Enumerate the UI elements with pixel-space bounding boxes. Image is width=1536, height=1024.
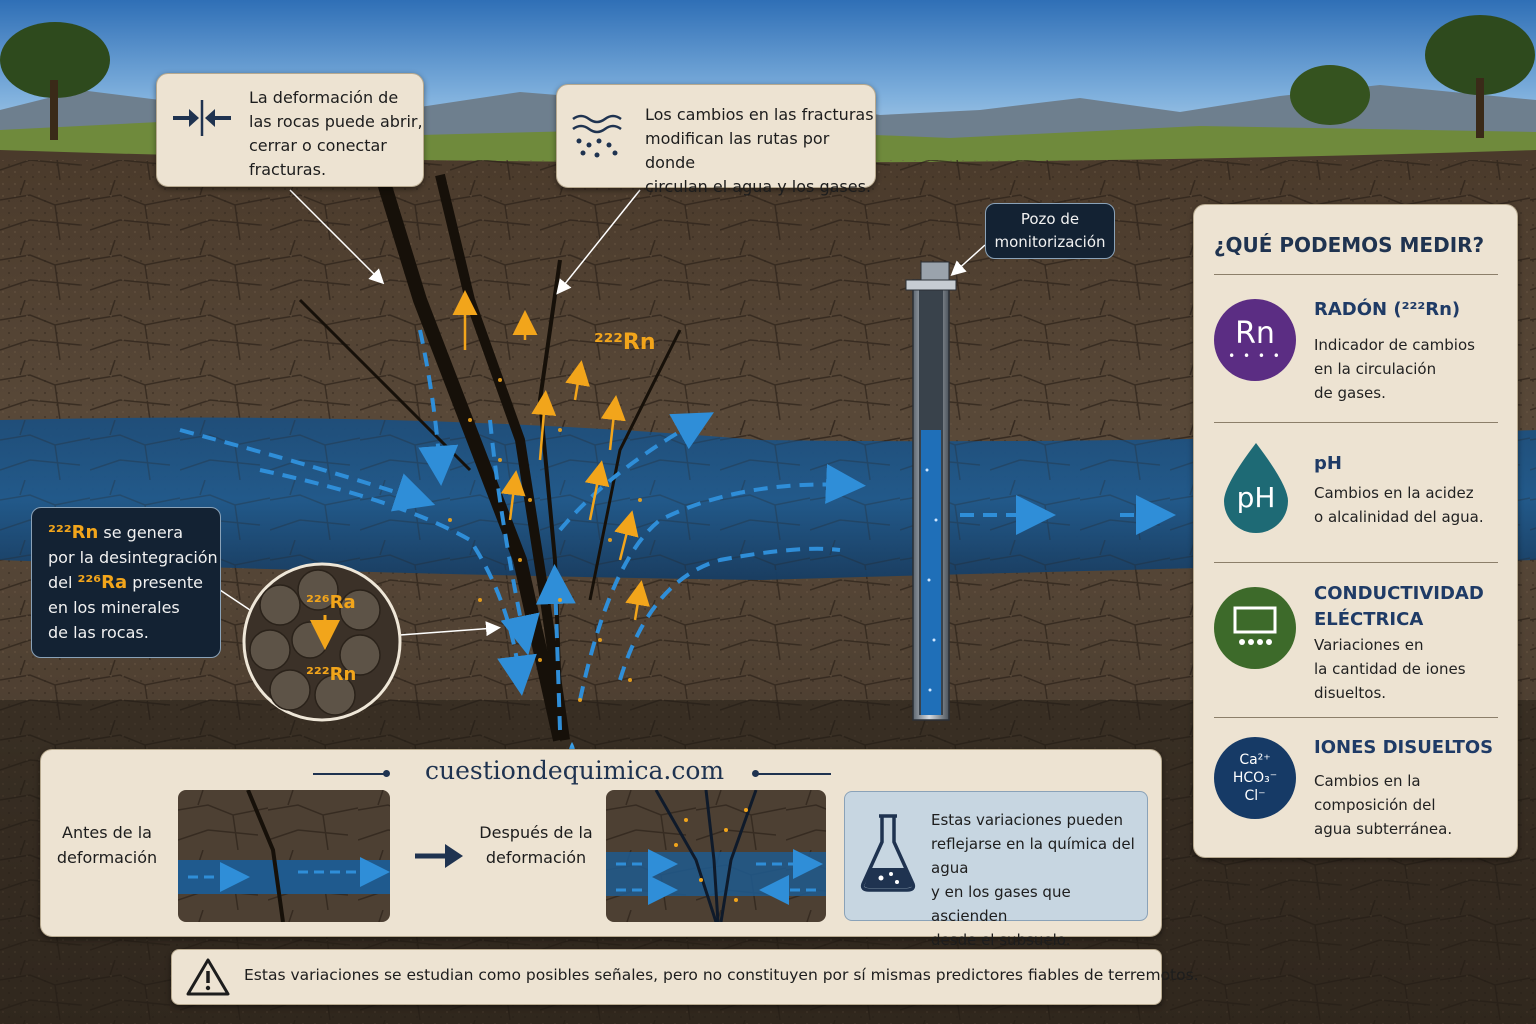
after-deformation-image [606,790,826,922]
radon-isotope: ²²²Rn [48,522,99,543]
fractures-callout: Los cambios en las fracturas modifican l… [556,84,876,196]
deformation-text-1: La deformación de [249,88,399,107]
conductivity-desc-1: Variaciones en [1314,636,1424,654]
compression-arrows-icon [173,100,231,136]
zoom-radon-label: ²²²Rn [306,664,357,685]
conductivity-desc-2: la cantidad de iones [1314,660,1466,678]
ion-chloride: Cl⁻ [1244,788,1266,804]
radon-origin-callout: ²²²Rn se genera por la desintegración de… [31,507,221,658]
radon-origin-line-3: del ²²⁶Ra presente [48,570,220,595]
after-label-2: deformación [485,848,587,867]
ion-bicarbonate: HCO₃⁻ [1232,770,1278,786]
ions-desc-1: Cambios en la [1314,772,1421,790]
warning-bar: Estas variaciones se estudian como posib… [171,949,1199,1005]
site-name-line-right [757,773,831,775]
water-drop-icon [1224,443,1288,533]
after-label: Después de la deformación [471,820,601,870]
before-deformation-image [178,790,390,922]
ph-icon-text: pH [1236,481,1276,514]
radon-icon-text: Rn [1235,316,1275,351]
radon-desc-3: de gases. [1314,384,1386,402]
flask-icon [860,814,916,892]
chemistry-note-box: Estas variaciones pueden reflejarse en l… [844,791,1148,949]
fractures-text-2: modifican las rutas por donde [645,129,830,172]
conductivity-title-2: ELÉCTRICA [1314,609,1424,630]
deformation-text-2: las rocas puede abrir, [249,112,423,131]
comparison-panel: cuestiondequimica.com Antes de la deform… [40,749,1162,949]
tree-right [1425,15,1535,95]
radon-origin-line-5: de las rocas. [48,623,149,642]
note-line-4: desde el subsuelo. [931,931,1071,949]
radium-isotope: ²²⁶Ra [77,572,128,593]
well-callout: Pozo de monitorización [985,203,1115,259]
conductivity-meter-icon [1214,587,1296,669]
zoom-radium-label: ²²⁶Ra [306,592,356,613]
site-name: cuestiondequimica.com [425,756,725,785]
after-label-1: Después de la [479,823,593,842]
deformation-text-3: cerrar o conectar [249,136,387,155]
ions-desc-3: agua subterránea. [1314,820,1453,838]
radon-origin-line-3-text: presente [127,573,203,592]
monitoring-well [905,261,957,721]
divider [1214,422,1498,423]
radon-title: RADÓN (²²²Rn) [1314,299,1461,320]
fractures-text-1: Los cambios en las fracturas [645,105,874,124]
before-label-2: deformación [56,848,158,867]
measurement-title: ¿QUÉ PODEMOS MEDIR? [1213,233,1485,257]
ions-icon: Ca²⁺ HCO₃⁻ Cl⁻ [1214,737,1296,819]
ion-calcium: Ca²⁺ [1239,752,1271,768]
radon-particles [448,378,642,702]
radon-fault-label: ²²²Rn [594,330,656,355]
warning-icon [186,958,230,996]
conductivity-title-1: CONDUCTIVIDAD [1314,583,1484,604]
flow-waves-icon [572,114,622,158]
radon-flow-arrows [452,290,650,621]
transition-arrow-icon [415,844,463,868]
note-line-2: reflejarse en la química del agua [931,835,1135,877]
well-label-2: monitorización [994,233,1106,251]
measure-item-ph: pH pH Cambios en la acidez o alcalinidad… [1214,441,1496,551]
deformation-callout: La deformación de las rocas puede abrir,… [156,73,424,187]
fractures-text-3: circulan el agua y los gases. [645,177,872,196]
site-name-line-left [313,773,387,775]
radon-origin-line-2: por la desintegración [48,548,218,567]
ph-title: pH [1314,453,1342,474]
ions-title: IONES DISUELTOS [1314,737,1494,758]
radon-origin-line-1: ²²²Rn se genera [48,520,220,545]
site-name-dot-left [383,770,390,777]
before-label: Antes de la deformación [55,820,159,870]
tree-left [0,22,110,98]
zoom-circle-rock-grains [242,562,402,722]
measure-item-conductivity: CONDUCTIVIDAD ELÉCTRICA Variaciones en l… [1214,581,1496,711]
divider [1214,274,1498,275]
water-flow-arrows [179,329,1176,731]
radon-desc-1: Indicador de cambios [1314,336,1475,354]
measure-item-ions: Ca²⁺ HCO₃⁻ Cl⁻ IONES DISUELTOS Cambios e… [1214,735,1496,845]
radon-icon: Rn • • • • [1214,299,1296,381]
measurement-panel: ¿QUÉ PODEMOS MEDIR? Rn • • • • RADÓN (²²… [1193,204,1518,858]
ions-desc-2: composición del [1314,796,1436,814]
before-label-1: Antes de la [62,823,152,842]
deformation-text-4: fracturas. [249,160,327,179]
note-line-1: Estas variaciones pueden [931,811,1123,829]
radon-origin-line-1-text: se genera [98,523,184,542]
callout-pointers [219,189,986,637]
conductivity-title: CONDUCTIVIDAD ELÉCTRICA [1314,581,1484,633]
note-line-3: y en los gases que ascienden [931,883,1071,925]
divider [1214,562,1498,563]
well-label-1: Pozo de [1020,210,1080,228]
conductivity-desc-3: disueltos. [1314,684,1387,702]
ph-desc-2: o alcalinidad del agua. [1314,508,1484,526]
warning-text: Estas variaciones se estudian como posib… [244,966,1199,984]
site-name-dot-right [752,770,759,777]
radon-origin-line-4: en los minerales [48,598,180,617]
ph-desc-1: Cambios en la acidez [1314,484,1474,502]
radon-origin-line-3-pre: del [48,573,78,592]
divider [1214,717,1498,718]
measure-item-radon: Rn • • • • RADÓN (²²²Rn) Indicador de ca… [1214,297,1496,407]
radon-desc-2: en la circulación [1314,360,1437,378]
